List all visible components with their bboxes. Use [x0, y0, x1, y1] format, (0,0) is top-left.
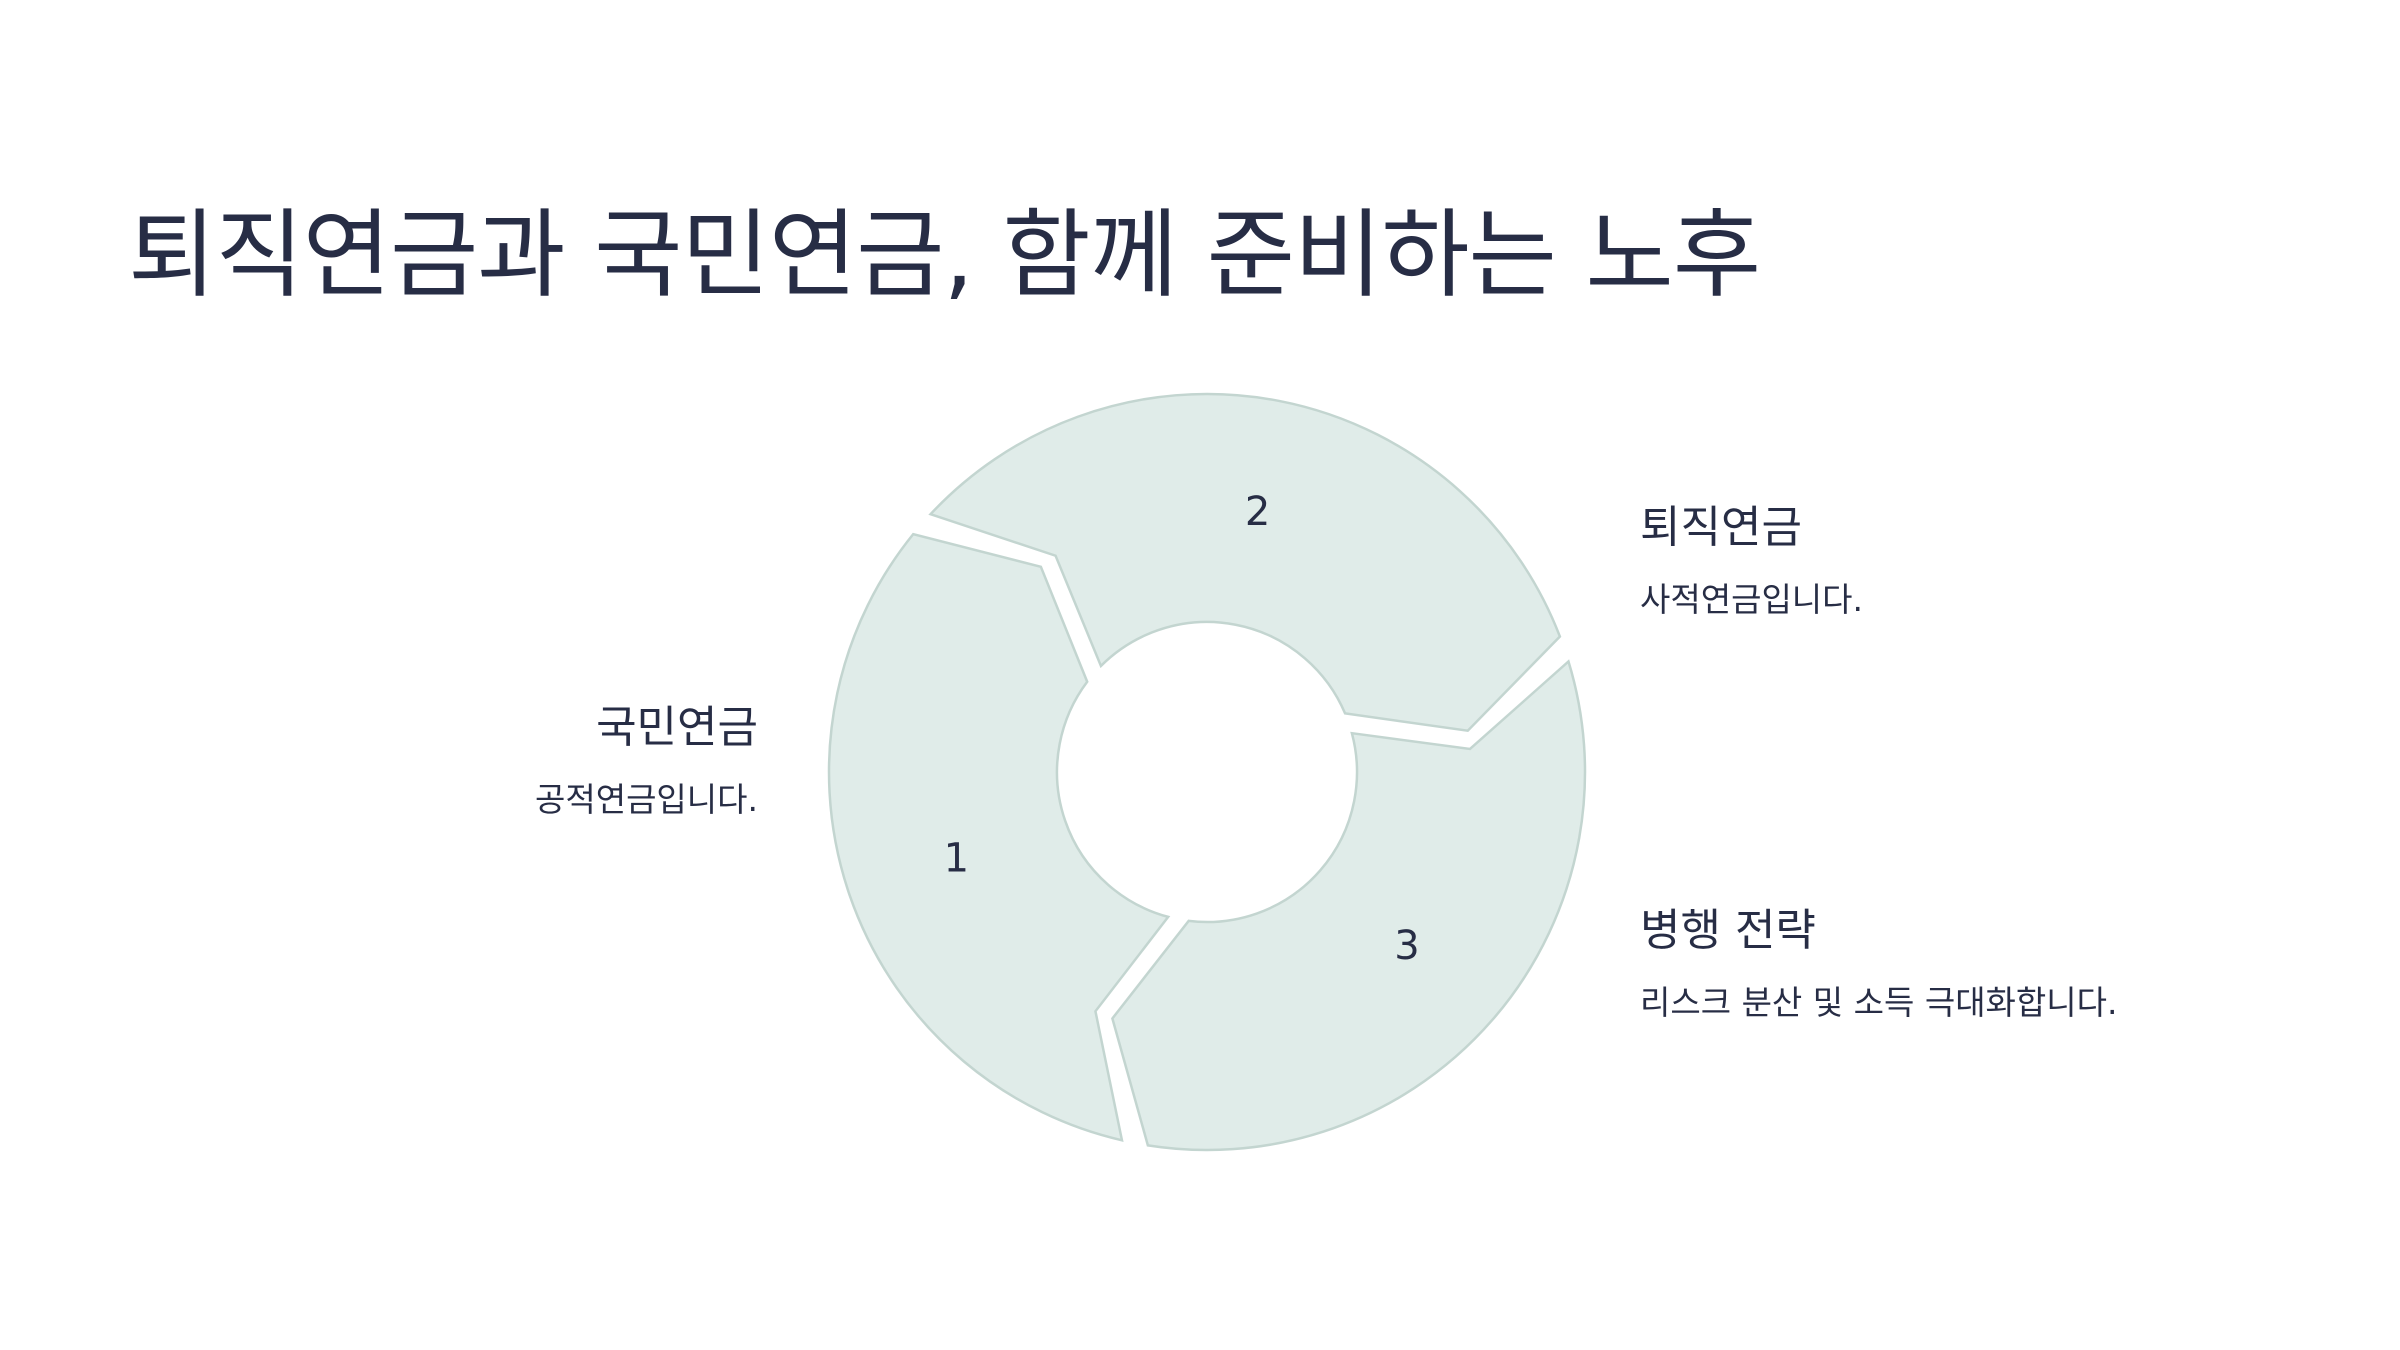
label-title: 퇴직연금 [1640, 502, 1802, 553]
segment-number-1: 1 [944, 835, 969, 881]
cycle-segment-1[interactable] [827, 532, 1171, 1142]
label-description: 리스크 분산 및 소득 극대화합니다. [1640, 983, 2118, 1022]
label-national-pension: 국민연금 공적연금입니다. [58, 700, 758, 822]
cycle-segment-2[interactable] [928, 392, 1562, 733]
label-description: 사적연금입니다. [1640, 580, 1864, 619]
segment-number-2: 2 [1245, 489, 1270, 535]
label-title: 국민연금 [596, 702, 758, 753]
page-title: 퇴직연금과 국민연금, 함께 준비하는 노후 [128, 199, 1761, 311]
label-description: 공적연금입니다. [534, 780, 758, 819]
label-parallel-strategy: 병행 전략 리스크 분산 및 소득 극대화합니다. [1640, 903, 2340, 1025]
segment-number-3: 3 [1394, 923, 1419, 969]
label-title: 병행 전략 [1640, 905, 1816, 956]
cycle-segment-3[interactable] [1111, 659, 1587, 1152]
label-retirement-pension: 퇴직연금 사적연금입니다. [1640, 500, 2340, 622]
